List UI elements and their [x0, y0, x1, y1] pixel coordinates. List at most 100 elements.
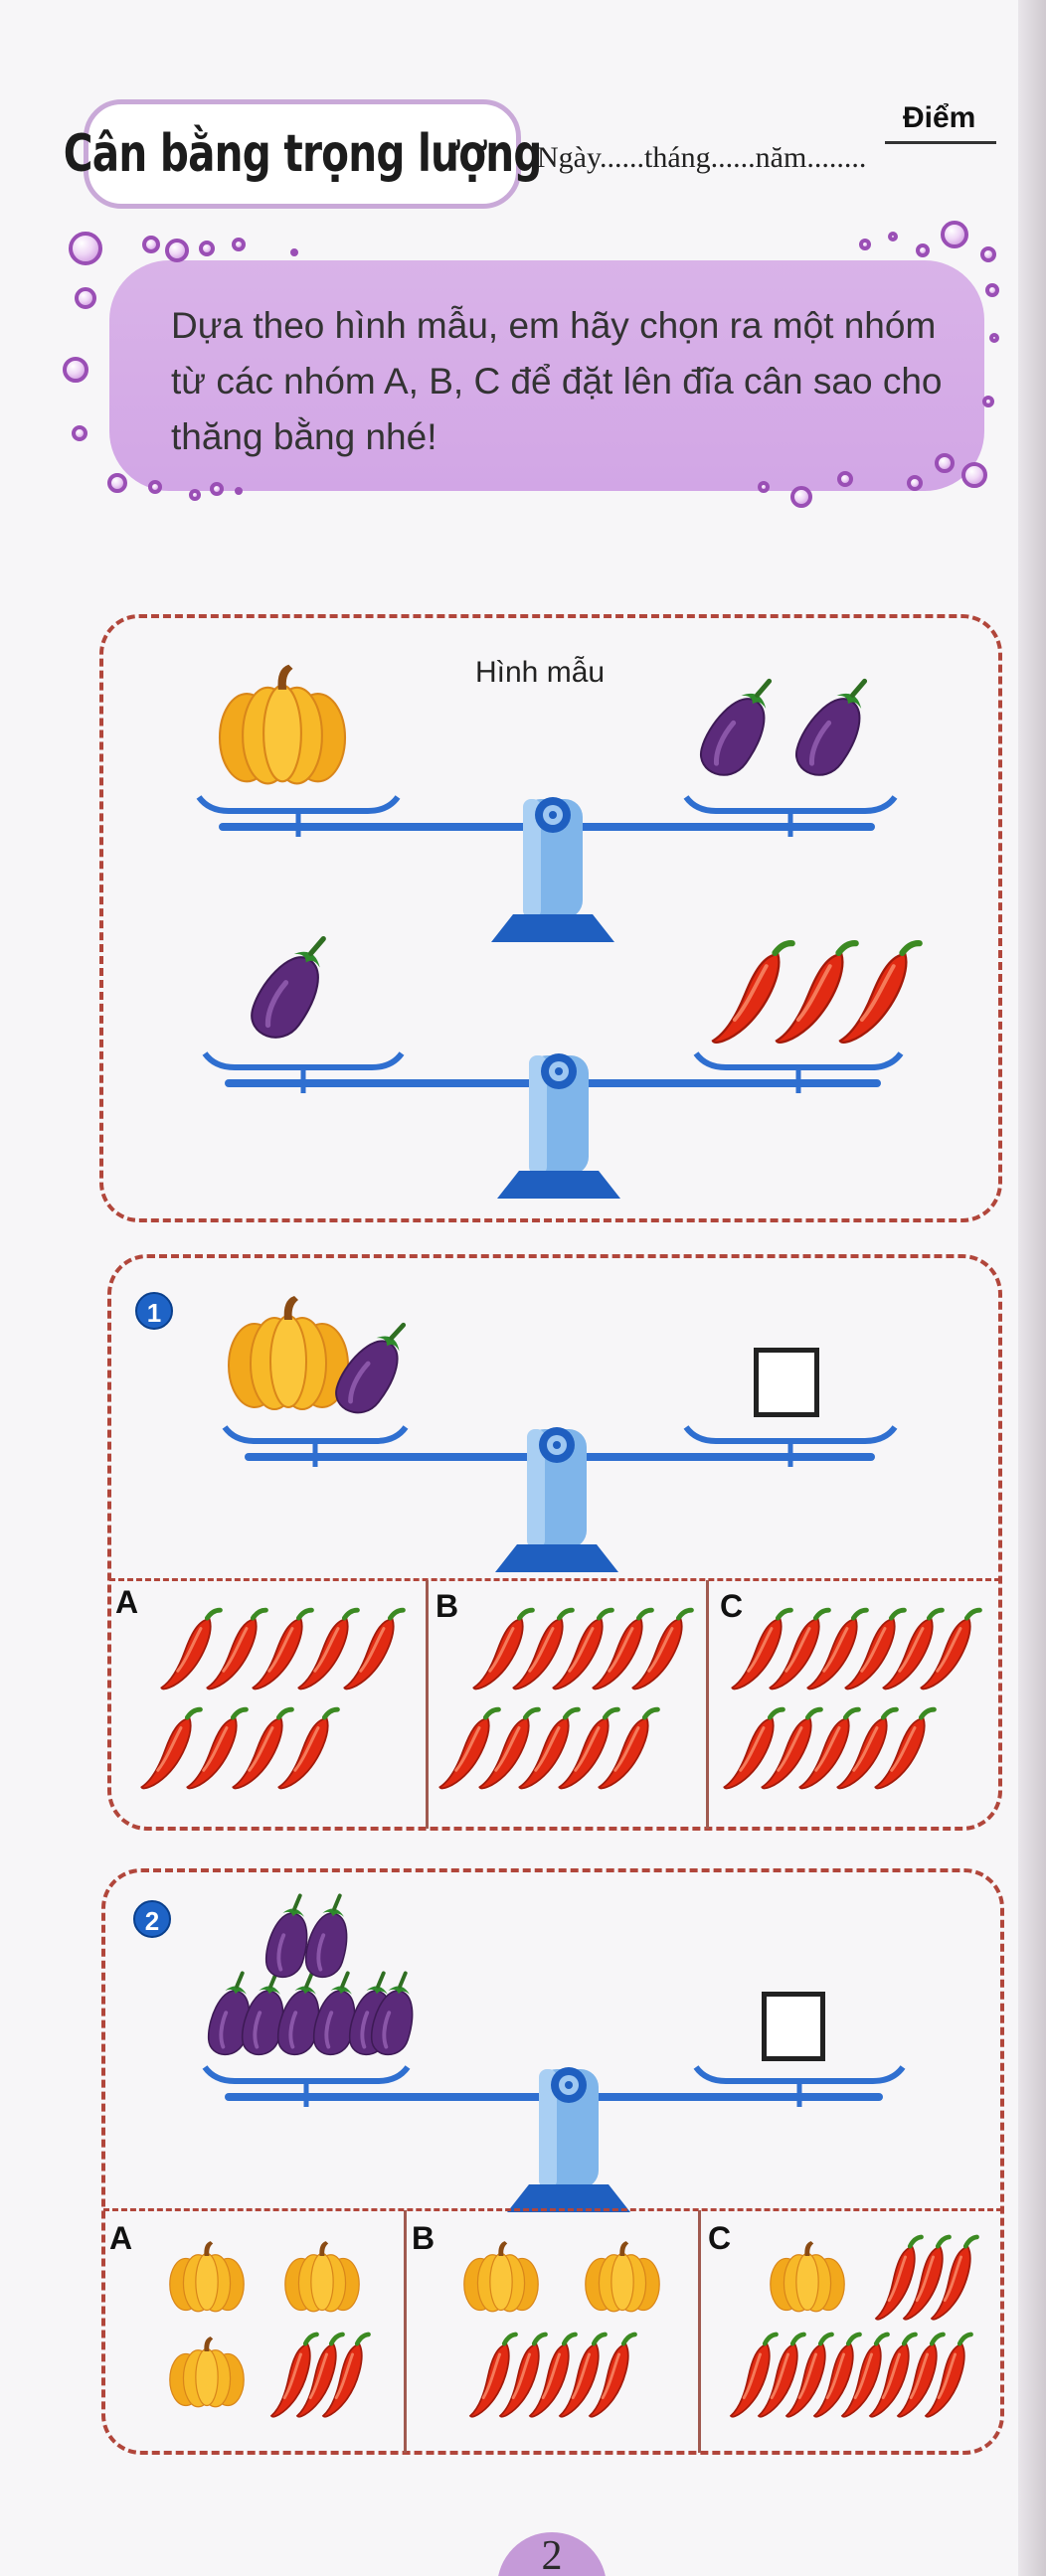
bubble-decoration [72, 425, 87, 441]
bubble-decoration [758, 481, 770, 493]
bubble-decoration [165, 239, 189, 262]
exercise-1-option-a-chili-6 [140, 1706, 203, 1790]
exercise-1-option-c-chili-5 [882, 1607, 945, 1690]
gear-hub [565, 2081, 573, 2089]
exercise-1-option-b-chili-3 [552, 1607, 614, 1690]
exercise-2-number: 2 [133, 1900, 171, 1938]
sample-label: Hình mẫu [475, 656, 606, 689]
right-pan [683, 795, 898, 814]
exercise-2-b-pumpkin-1 [463, 2241, 539, 2313]
sample-1-eggplant-2 [795, 678, 868, 776]
sample-1-pumpkin [218, 664, 347, 785]
scale-base [507, 2184, 630, 2212]
scale-base [495, 1544, 618, 1572]
sample-scale-1 [196, 795, 898, 942]
exercise-1-option-c-chili-8 [761, 1706, 823, 1790]
exercise-2-b-chili-1 [468, 2332, 518, 2418]
sample-2-chili-3 [838, 940, 923, 1044]
page-title: Cân bằng trọng lượng [63, 124, 543, 184]
book-spine [1018, 0, 1046, 2576]
title-banner: Cân bằng trọng lượng [64, 99, 542, 209]
exercise-1-option-b-chili-5 [631, 1607, 694, 1690]
bubble-decoration [859, 239, 871, 250]
scale-pillar-highlight [539, 2069, 557, 2188]
exercise-2-c-chili-1 [874, 2234, 924, 2321]
gear-hub [553, 1441, 561, 1449]
exercise-2-a-pumpkin-2 [284, 2241, 360, 2313]
bubble-decoration [199, 241, 215, 256]
exercise-2-scale [202, 2065, 906, 2212]
exercise-2-option-b-label[interactable]: B [412, 2220, 436, 2256]
bubble-decoration [982, 396, 994, 407]
exercise-1-option-a-chili-5 [343, 1607, 406, 1690]
bubble-decoration [210, 482, 224, 496]
exercise-2-c-pumpkin [770, 2241, 845, 2313]
exercise-2-a-chili-3 [321, 2332, 371, 2418]
exercise-1-option-b-chili-1 [472, 1607, 535, 1690]
exercise-2-c-chili-7 [812, 2332, 862, 2418]
exercise-1-option-b-chili-8 [518, 1706, 581, 1790]
exercise-1-options-divider [109, 1578, 1000, 1581]
exercise-2-option-a-label[interactable]: A [109, 2220, 133, 2256]
exercise-1-option-b-chili-9 [558, 1706, 620, 1790]
exercise-2-a-pumpkin-3 [169, 2336, 245, 2408]
exercise-2-c-chili-5 [757, 2332, 806, 2418]
exercise-1-option-b-chili-7 [478, 1706, 541, 1790]
exercise-2-eggplant-6 [370, 1971, 414, 2056]
gear-hub [555, 1067, 563, 1075]
exercise-1-option-c-chili-9 [798, 1706, 861, 1790]
exercise-2-c-chili-11 [924, 2332, 973, 2418]
exercise-1-option-b-chili-10 [598, 1706, 660, 1790]
exercise-2-answer-box[interactable] [762, 1992, 825, 2061]
exercise-1-answer-box[interactable] [754, 1348, 819, 1417]
exercise-1-option-a-chili-8 [232, 1706, 294, 1790]
bubble-decoration [142, 236, 160, 253]
score-label: Điểm [903, 101, 976, 134]
sample-scale-2 [202, 1051, 904, 1199]
exercise-1-panel [107, 1254, 1002, 1831]
scale-pillar-highlight [527, 1429, 545, 1548]
exercise-1-scale [222, 1425, 898, 1572]
exercise-2-c-chili-6 [784, 2332, 834, 2418]
bubble-decoration [69, 232, 102, 265]
exercise-2-c-chili-9 [868, 2332, 918, 2418]
exercise-2-option-c-label[interactable]: C [708, 2220, 732, 2256]
exercise-2-divider-ab [404, 2210, 407, 2453]
bubble-decoration [232, 238, 246, 251]
exercise-2-a-pumpkin-1 [169, 2241, 245, 2313]
exercise-1-option-a-chili-3 [252, 1607, 314, 1690]
exercise-1-pumpkin [228, 1296, 349, 1410]
exercise-2-b-chili-5 [588, 2332, 637, 2418]
sample-2-chili-1 [711, 940, 795, 1044]
bubble-decoration [148, 480, 162, 494]
bubble-decoration [980, 246, 996, 262]
sample-panel [99, 614, 1002, 1222]
exercise-1-option-c-chili-10 [836, 1706, 899, 1790]
exercise-2-options-divider [103, 2208, 1002, 2211]
score-underline [885, 141, 996, 144]
bubble-decoration [290, 248, 298, 256]
exercise-1-option-b-label[interactable]: B [436, 1588, 459, 1624]
bubble-decoration [63, 357, 88, 383]
exercise-1-option-c-chili-6 [920, 1607, 982, 1690]
bubble-decoration [235, 487, 243, 495]
exercise-2-b-chili-2 [498, 2332, 548, 2418]
bubble-decoration [935, 453, 955, 473]
exercise-1-option-a-label[interactable]: A [115, 1584, 139, 1620]
bubble-decoration [907, 475, 923, 491]
page-number: 2 [541, 2533, 563, 2576]
bubble-decoration [989, 333, 999, 343]
exercise-1-option-c-label[interactable]: C [720, 1588, 744, 1624]
exercise-1-number: 1 [135, 1292, 173, 1330]
gear-hub [549, 811, 557, 819]
exercise-1-option-c-chili-2 [769, 1607, 831, 1690]
instruction-box [109, 260, 984, 491]
scale-base [491, 914, 614, 942]
exercise-2-a-chili-1 [269, 2332, 319, 2418]
exercise-1-option-c-chili-1 [731, 1607, 793, 1690]
left-pan [196, 795, 401, 814]
exercise-2-c-chili-4 [729, 2332, 779, 2418]
exercise-1-divider-bc [706, 1580, 709, 1829]
bubble-decoration [107, 473, 127, 493]
